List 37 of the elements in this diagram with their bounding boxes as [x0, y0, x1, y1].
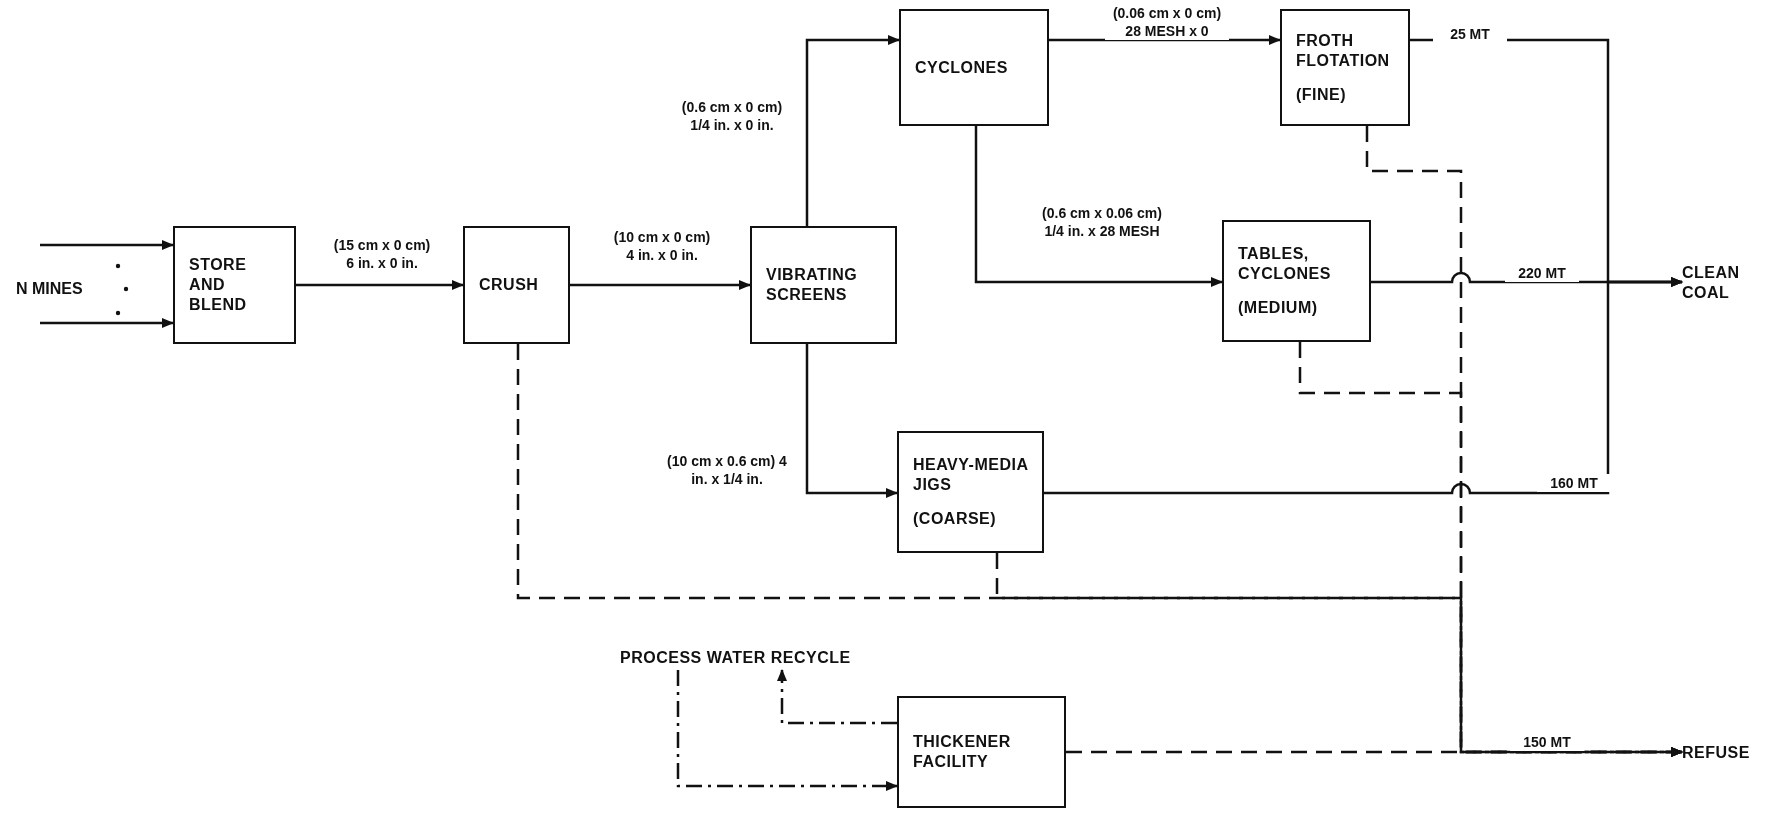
arrow [974, 126, 1223, 287]
arrow [296, 280, 464, 290]
process-box [899, 9, 1049, 126]
box-text: CYCLONES [915, 57, 1009, 78]
process-box [173, 226, 296, 344]
box-text: THICKENER FACILITY [913, 732, 1012, 772]
arrow [570, 280, 751, 290]
process-box [897, 696, 1066, 808]
process-box [1222, 220, 1371, 342]
process-box [897, 431, 1044, 553]
arrow [40, 240, 174, 250]
box-text: FROTH FLOTATION [1296, 30, 1391, 71]
box-text: HEAVY-MEDIA JIGS [913, 455, 1028, 495]
box-text: TABLES, CYCLONES [1238, 244, 1332, 284]
box-text: (MEDIUM) [1238, 298, 1319, 318]
box-text: CRUSH [479, 275, 540, 295]
box-text: VIBRATING SCREENS [766, 265, 859, 305]
box-text: (COARSE) [913, 509, 998, 529]
process-box [750, 226, 897, 344]
source-label: N MINES [16, 279, 83, 299]
dashed-arrow [676, 670, 898, 791]
box-text: (FINE) [1296, 84, 1348, 105]
flow-label: REFUSE [1682, 743, 1751, 763]
flow-label: PROCESS WATER RECYCLE [620, 648, 852, 668]
edge-label: (0.06 cm x 0 cm) 28 MESH x 0 [1105, 4, 1229, 40]
arrow [1044, 277, 1683, 495]
dashed-arrow [777, 669, 897, 725]
process-box [1280, 9, 1410, 126]
arrow [1049, 35, 1281, 45]
flow-label: CLEAN COAL [1682, 263, 1741, 303]
box-text: STORE AND BLEND [189, 255, 248, 315]
arrow [40, 318, 174, 328]
dashed-arrow [1066, 747, 1683, 757]
edge-label: 160 MT [1537, 474, 1611, 492]
process-box [463, 226, 570, 344]
arrow [805, 35, 900, 226]
arrow [805, 344, 898, 498]
